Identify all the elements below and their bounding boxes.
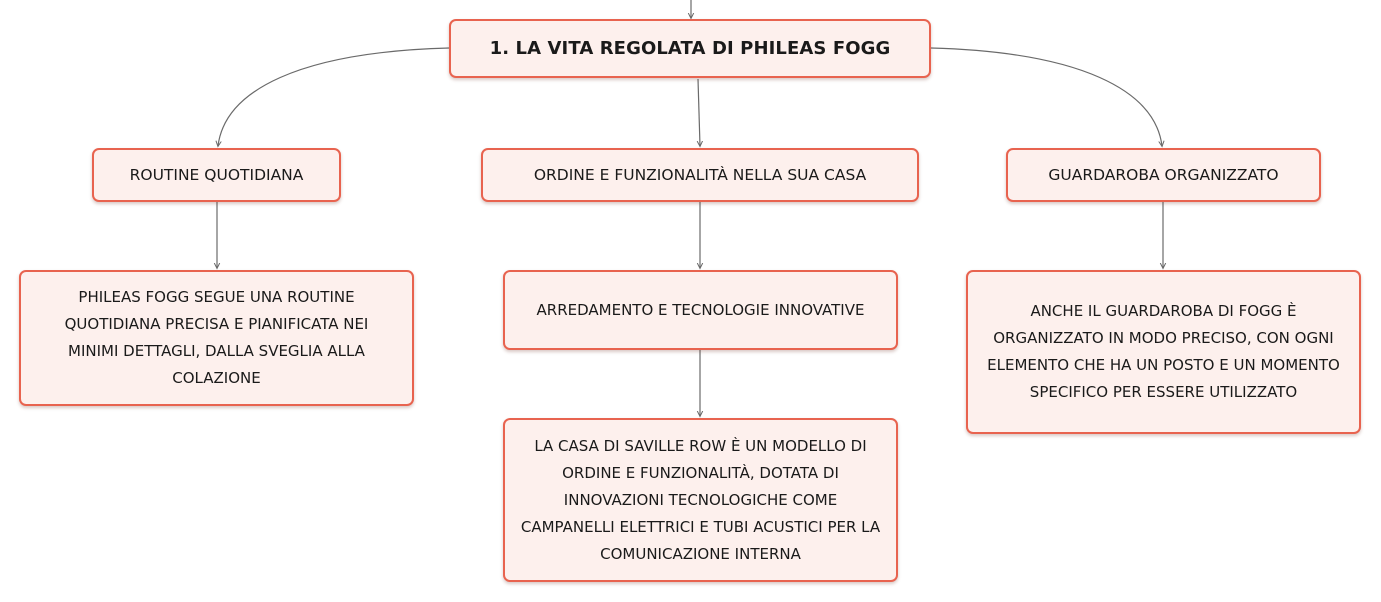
topic-routine-quotidiana[interactable]: ROUTINE QUOTIDIANA: [92, 148, 341, 202]
subtopic-casa-saville-row[interactable]: LA CASA DI SAVILLE ROW È UN MODELLO DI O…: [503, 418, 898, 582]
connector-root-to-routine: [218, 47, 450, 146]
topic-label: GUARDAROBA ORGANIZZATO: [1048, 166, 1279, 184]
subtopic-text: ARREDAMENTO E TECNOLOGIE INNOVATIVE: [536, 300, 865, 319]
root-topic-node[interactable]: 1. LA VITA REGOLATA DI PHILEAS FOGG: [449, 19, 931, 78]
subtopic-text: PHILEAS FOGG SEGUE UNA ROUTINE QUOTIDIAN…: [64, 288, 369, 387]
topic-ordine-e-funzionalita[interactable]: ORDINE E FUNZIONALITÀ NELLA SUA CASA: [481, 148, 919, 202]
subtopic-arredamento-tecnologie[interactable]: ARREDAMENTO E TECNOLOGIE INNOVATIVE: [503, 270, 898, 350]
subtopic-routine-detail[interactable]: PHILEAS FOGG SEGUE UNA ROUTINE QUOTIDIAN…: [19, 270, 414, 406]
connector-root-to-casa: [698, 78, 700, 146]
subtopic-text: LA CASA DI SAVILLE ROW È UN MODELLO DI O…: [520, 436, 881, 563]
topic-label: ORDINE E FUNZIONALITÀ NELLA SUA CASA: [533, 166, 867, 184]
topic-guardaroba-organizzato[interactable]: GUARDAROBA ORGANIZZATO: [1006, 148, 1321, 202]
subtopic-text: ANCHE IL GUARDAROBA DI FOGG È ORGANIZZAT…: [987, 302, 1340, 401]
connector-root-to-guardaroba: [930, 47, 1162, 146]
topic-label: ROUTINE QUOTIDIANA: [129, 166, 304, 184]
root-topic-label: 1. LA VITA REGOLATA DI PHILEAS FOGG: [489, 38, 891, 59]
subtopic-guardaroba-detail[interactable]: ANCHE IL GUARDAROBA DI FOGG È ORGANIZZAT…: [966, 270, 1361, 434]
